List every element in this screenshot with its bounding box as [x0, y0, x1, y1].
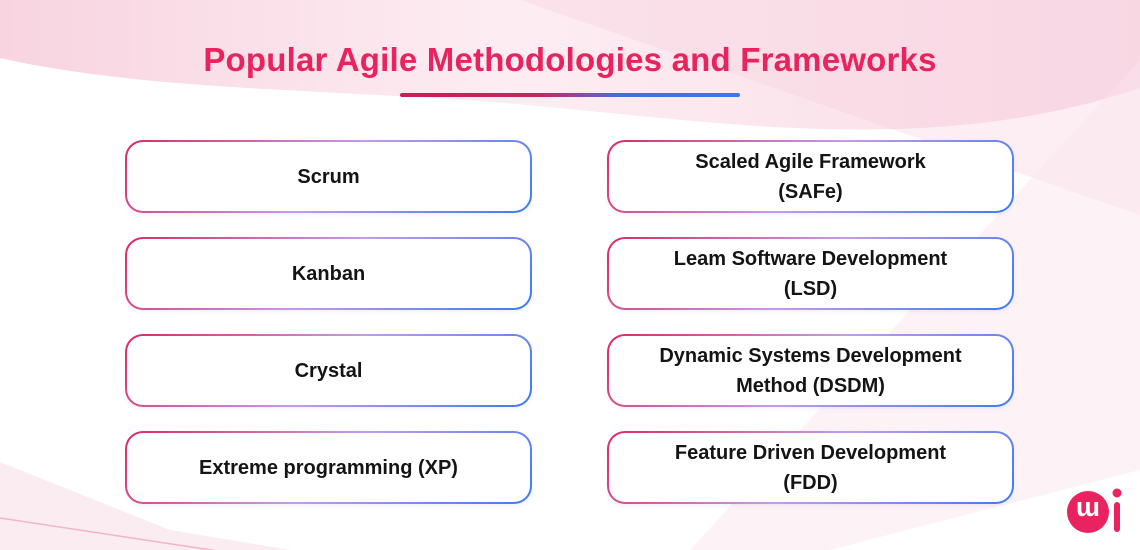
- left-column: Scrum Kanban Crystal Extreme programming…: [125, 140, 532, 504]
- card-label-line: Leam Software Development: [673, 247, 948, 270]
- card-kanban: Kanban: [125, 237, 532, 310]
- logo-letter: m: [1076, 496, 1100, 526]
- card-label-line: (FDD): [783, 471, 838, 494]
- card-label-line: Scrum: [297, 165, 360, 188]
- card-label-line: Crystal: [294, 359, 363, 382]
- mi-logo-icon: m: [1067, 487, 1122, 533]
- page-title: Popular Agile Methodologies and Framewor…: [203, 41, 937, 78]
- card-scrum: Scrum: [125, 140, 532, 213]
- card-label-line: Dynamic Systems Development: [659, 344, 962, 367]
- card-safe: Scaled Agile Framework (SAFe): [607, 140, 1014, 213]
- card-crystal: Crystal: [125, 334, 532, 407]
- card-label-line: Kanban: [291, 262, 366, 285]
- card-dsdm: Dynamic Systems Development Method (DSDM…: [607, 334, 1014, 407]
- card-label-line: Method (DSDM): [736, 374, 885, 397]
- methodology-grid: Scrum Kanban Crystal Extreme programming…: [125, 140, 1014, 504]
- card-extreme-programming: Extreme programming (XP): [125, 431, 532, 504]
- right-column: Scaled Agile Framework (SAFe) Leam Softw…: [607, 140, 1014, 504]
- card-label-line: Extreme programming (XP): [199, 456, 458, 479]
- card-label-line: Scaled Agile Framework: [695, 150, 926, 173]
- card-label-line: (LSD): [783, 277, 838, 300]
- title-underline: [400, 93, 740, 97]
- card-fdd: Feature Driven Development (FDD): [607, 431, 1014, 504]
- card-label-line: (SAFe): [778, 180, 843, 203]
- header: Popular Agile Methodologies and Framewor…: [0, 0, 1140, 97]
- card-label-line: Feature Driven Development: [674, 441, 947, 464]
- card-lsd: Leam Software Development (LSD): [607, 237, 1014, 310]
